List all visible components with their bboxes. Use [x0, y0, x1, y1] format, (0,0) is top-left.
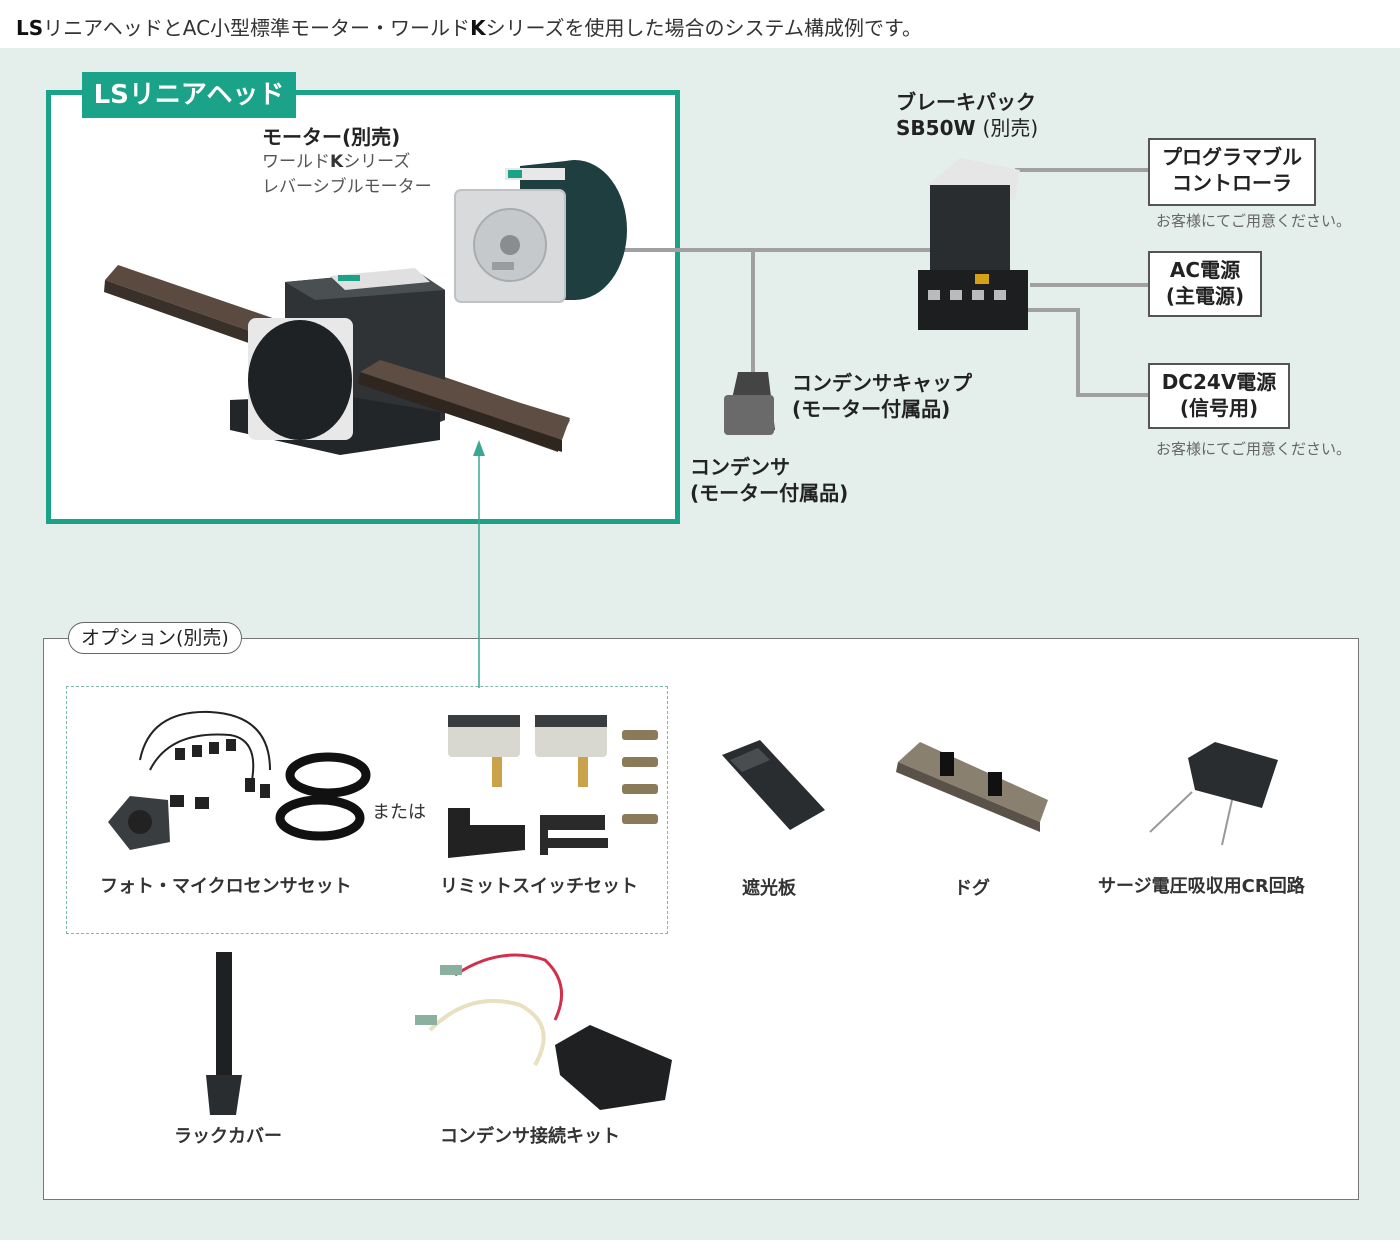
option-label-rack-cover: ラックカバー: [174, 1122, 282, 1148]
or-text: または: [372, 798, 426, 824]
ac-power-line1: AC電源: [1150, 257, 1260, 283]
header-k: K: [470, 16, 486, 40]
header-bar: LSリニアヘッドとAC小型標準モーター・ワールドKシリーズを使用した場合のシステ…: [0, 0, 1400, 48]
brake-pack-suffix: (別売): [983, 116, 1039, 140]
option-label-limit-switch: リミットスイッチセット: [440, 872, 638, 898]
header-description: LSリニアヘッドとAC小型標準モーター・ワールドKシリーズを使用した場合のシステ…: [16, 12, 922, 41]
brake-pack-model-line: SB50W (別売): [896, 115, 1038, 141]
option-label-dog: ドグ: [954, 874, 990, 900]
motor-title: モーター(別売): [262, 124, 400, 150]
ac-power-box: AC電源 (主電源): [1148, 251, 1262, 317]
option-label-shield-plate: 遮光板: [742, 874, 796, 900]
motor-series-pre: ワールド: [262, 152, 330, 172]
brake-pack-label: ブレーキパック: [896, 89, 1036, 115]
dc-power-line2: (信号用): [1150, 395, 1288, 421]
dc-power-line1: DC24V電源: [1150, 369, 1288, 395]
header-part1: リニアヘッドとAC小型標準モーター・ワールド: [43, 16, 470, 40]
motor-series: ワールドKシリーズ: [262, 150, 410, 174]
header-part2: シリーズを使用した場合のシステム構成例です。: [486, 16, 922, 40]
motor-series-post: シリーズ: [343, 152, 410, 172]
plc-line1: プログラマブル: [1150, 144, 1314, 170]
capacitor-label: コンデンサ: [690, 454, 790, 480]
option-label-capacitor-kit: コンデンサ接続キット: [440, 1122, 620, 1148]
option-label-photo-sensor: フォト・マイクロセンサセット: [100, 872, 352, 898]
options-tag: オプション(別売): [68, 622, 242, 654]
capacitor-cap-label: コンデンサキャップ: [792, 370, 972, 396]
capacitor-note: (モーター付属品): [690, 480, 848, 506]
ls-linear-head-tag: LSリニアヘッド: [82, 72, 296, 118]
capacitor-cap-note: (モーター付属品): [792, 396, 950, 422]
dc-power-note: お客様にてご用意ください。: [1156, 438, 1351, 459]
brake-pack-model: SB50W: [896, 116, 976, 140]
motor-type: レバーシブルモーター: [262, 175, 432, 199]
plc-note: お客様にてご用意ください。: [1156, 210, 1351, 231]
dc-power-box: DC24V電源 (信号用): [1148, 363, 1290, 429]
ac-power-line2: (主電源): [1150, 283, 1260, 309]
header-ls: LS: [16, 16, 43, 40]
option-label-cr-circuit: サージ電圧吸収用CR回路: [1098, 872, 1305, 898]
plc-line2: コントローラ: [1150, 170, 1314, 196]
programmable-controller-box: プログラマブル コントローラ: [1148, 138, 1316, 206]
motor-series-k: K: [330, 152, 343, 172]
